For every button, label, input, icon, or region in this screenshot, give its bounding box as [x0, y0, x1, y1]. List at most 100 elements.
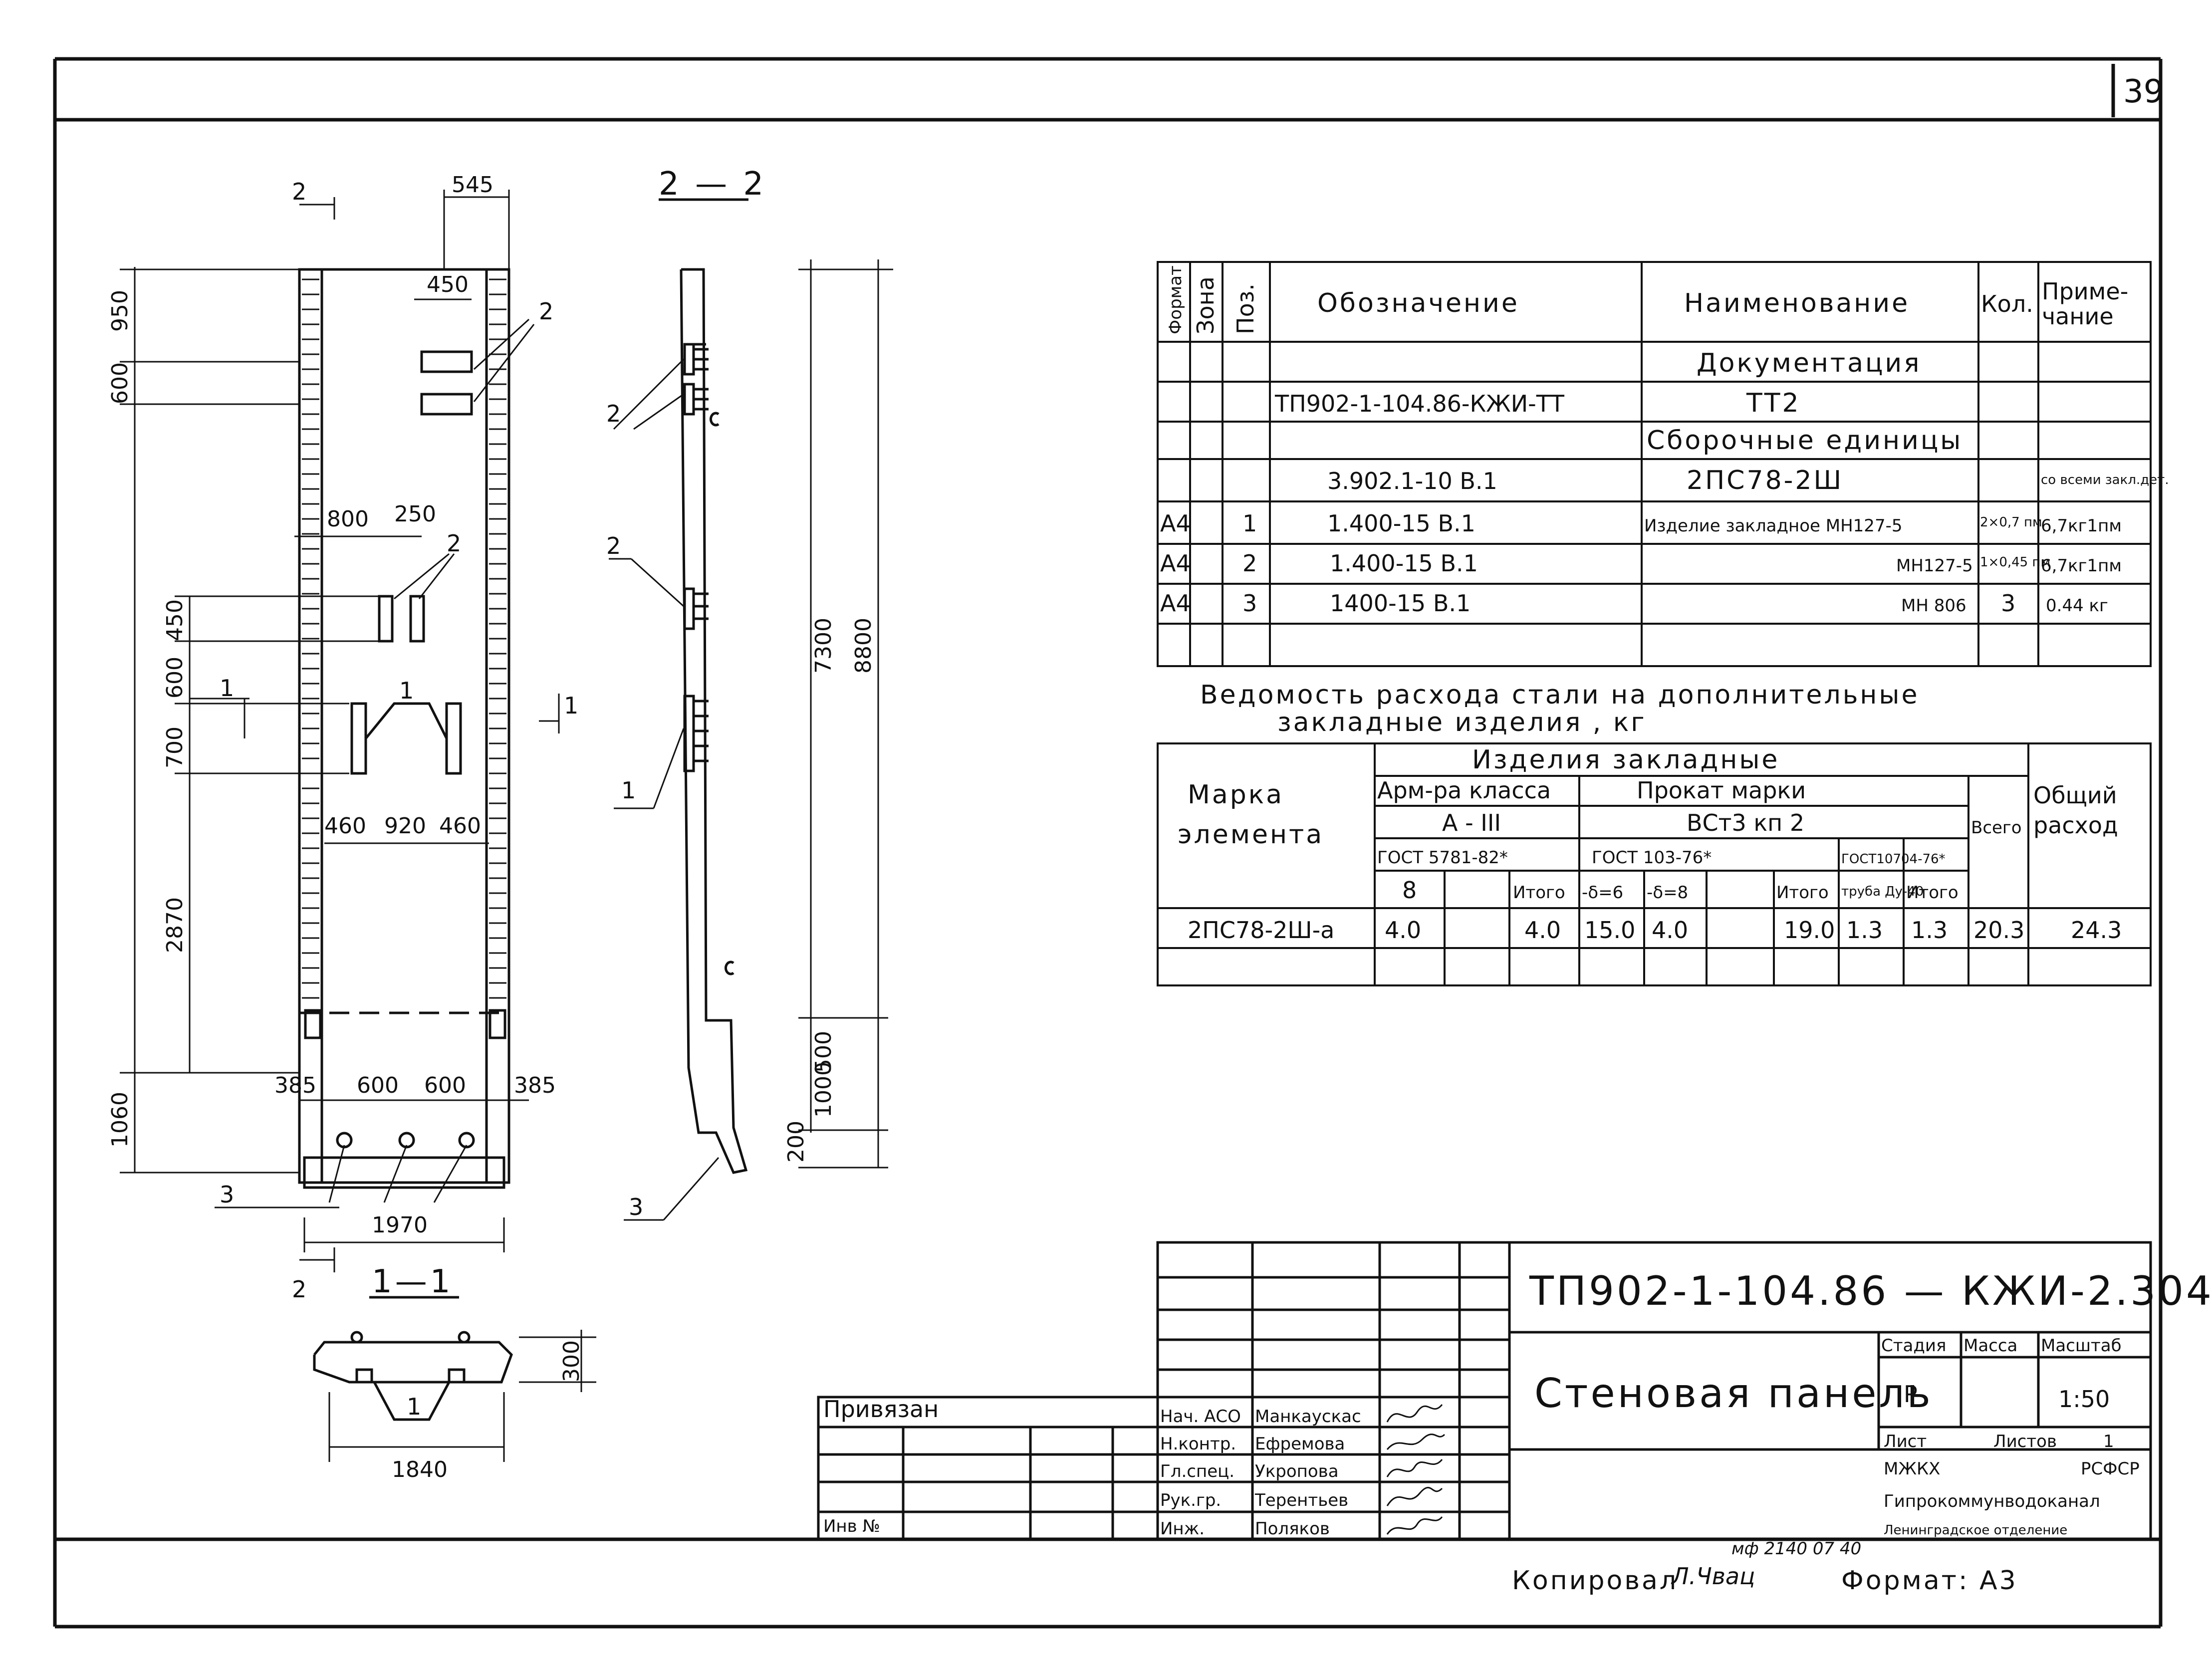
dim-300: 300 — [559, 1340, 584, 1382]
spec-row-2-designation: 1.400-15 В.1 — [1327, 510, 1475, 537]
section-2-2-title: 2 — 2 — [659, 166, 766, 203]
org-line-3: Гипрокоммунводоканал — [1884, 1491, 2100, 1511]
drawing-name: Стеновая панель — [1534, 1370, 1933, 1417]
steel-col-arm: Арм-ра класса — [1377, 777, 1551, 804]
spec-doc-name: ТТ2 — [1746, 388, 1801, 418]
section-mark-bottom: 2 — [292, 1276, 306, 1303]
section-1-1-view — [313, 1296, 513, 1421]
stage-value: Р — [1904, 1381, 1918, 1408]
section-2-2-labels: 2 — 2 7300 8800 500 1000 200 2 2 1 3 — [606, 166, 876, 1220]
role-2: Н.контр. — [1160, 1434, 1236, 1454]
steel-sub-itogo-1: Итого — [1513, 883, 1565, 903]
dim-800: 800 — [327, 506, 369, 532]
spec-row-4-designation: 1400-15 В.1 — [1330, 590, 1471, 617]
spec-table — [1157, 261, 2152, 667]
steel-sub-pipe: труба Ду-40 — [1841, 884, 1924, 899]
dim-700: 700 — [162, 726, 188, 768]
dim-600-b: 600 — [162, 657, 188, 699]
steel-col-total: Всего — [1971, 818, 2022, 838]
spec-doc-designation: ТП902-1-104.86-КЖИ-ТТ — [1274, 390, 1565, 417]
dim-450-b: 450 — [162, 599, 188, 641]
sheets-label: Листов — [1993, 1432, 2057, 1451]
steel-col-prok-gost: ГОСТ 103-76* — [1592, 848, 1712, 868]
dim-1000: 1000 — [811, 1062, 836, 1118]
name-4: Терентьев — [1254, 1490, 1348, 1510]
role-5: Инж. — [1160, 1519, 1205, 1539]
spec-row-2-qty: 2×0,7 пм — [1980, 515, 2042, 530]
spec-row-2-name: Изделие закладное МН127-5 — [1644, 516, 1902, 536]
steel-row-v1: 4.0 — [1385, 917, 1421, 944]
dim-250: 250 — [394, 501, 436, 527]
callout-pos2-a: 2 — [539, 298, 553, 325]
spec-header-format: Формат — [1166, 265, 1186, 334]
spec-row-3-designation: 1.400-15 В.1 — [1330, 550, 1478, 577]
dim-600-a: 600 — [107, 362, 133, 404]
steel-row-v7: 19.0 — [1784, 917, 1835, 944]
spec-header-name: Наименование — [1684, 288, 1910, 318]
dim-460-a: 460 — [324, 813, 366, 839]
bound-label: Привязан — [823, 1396, 939, 1423]
org-line-4: Ленинградское отделение — [1884, 1523, 2067, 1538]
footer: Копировал Л.Чвац мф 2140 07 40 Формат: А… — [1512, 1539, 2018, 1596]
spec-row-4-format: А4 — [1160, 590, 1191, 617]
steel-sub-itogo-2: Итого — [1776, 883, 1829, 903]
spec-row-2-format: А4 — [1160, 510, 1191, 537]
dim-385-b: 385 — [514, 1073, 556, 1098]
steel-sub-itogo-3: Итого — [1906, 883, 1959, 903]
spec-row-3-pos: 2 — [1242, 550, 1257, 577]
dim-200: 200 — [783, 1121, 809, 1163]
steel-row-v8: 1.3 — [1846, 917, 1883, 944]
steel-row-v11: 24.3 — [2071, 917, 2122, 944]
spec-row-3-format: А4 — [1160, 550, 1191, 577]
spec-header-zone: Зона — [1192, 276, 1219, 334]
spec-table-text: Формат Зона Поз. Обозначение Наименовани… — [1160, 265, 2169, 617]
steel-title-line1: Ведомость расхода стали на дополнительны… — [1200, 680, 1919, 710]
section-2-2-callout-b: 2 — [606, 532, 621, 559]
steel-sub-d6: -δ=6 — [1582, 883, 1623, 903]
spec-row-4-pos: 3 — [1242, 590, 1257, 617]
spec-header-pos: Поз. — [1232, 283, 1259, 334]
name-1: Манкаускас — [1255, 1407, 1361, 1427]
dim-1840: 1840 — [392, 1457, 448, 1482]
panel-elevation — [298, 268, 510, 1189]
spec-header-designation: Обозначение — [1317, 288, 1519, 318]
dim-1060: 1060 — [107, 1092, 133, 1148]
dim-450: 450 — [427, 272, 469, 297]
spec-row-4-name: МН 806 — [1901, 596, 1966, 616]
dim-950: 950 — [107, 290, 133, 332]
steel-col-mark-1: Марка — [1188, 780, 1284, 810]
spec-section-doc: Документация — [1697, 348, 1921, 378]
spec-row-4-qty: 3 — [2001, 590, 2015, 617]
steel-col-mark-2: элемента — [1178, 820, 1324, 850]
spec-row-3-note: 6,7кг1пм — [2041, 556, 2122, 576]
callout-pos2-b: 2 — [447, 530, 461, 557]
edge-hatching — [302, 278, 506, 999]
dimension-lines-main — [120, 190, 560, 1272]
steel-row-mark: 2ПС78-2Ш-а — [1188, 917, 1334, 944]
section-mark-top: 2 — [292, 178, 306, 205]
steel-title-line2: закладные изделия , кг — [1277, 708, 1647, 737]
copier-name: Л.Чвац — [1671, 1563, 1755, 1590]
mass-label: Масса — [1964, 1336, 2017, 1356]
dim-500: 500 — [811, 1031, 836, 1073]
spec-header-note-2: чание — [2042, 303, 2114, 330]
spec-row-3-qty: 1×0,45 пм — [1980, 555, 2050, 570]
dim-2870: 2870 — [162, 897, 188, 953]
scale-label: Масштаб — [2041, 1336, 2122, 1356]
steel-col-arm-gost: ГОСТ 5781-82* — [1377, 848, 1508, 868]
spec-header-qty: Кол. — [1981, 290, 2033, 317]
section-1-1-title: 1—1 — [372, 1263, 453, 1300]
spec-row-2-note: 6,7кг1пм — [2041, 516, 2122, 536]
spec-row-2-pos: 1 — [1242, 510, 1257, 537]
format-label: Формат: А3 — [1841, 1566, 2018, 1596]
stage-label: Стадия — [1881, 1336, 1946, 1356]
sheets-value: 1 — [2103, 1432, 2114, 1451]
dim-545: 545 — [452, 172, 493, 198]
steel-col-overall-2: расход — [2033, 812, 2118, 839]
section-2-2-callout-a: 2 — [606, 400, 621, 427]
steel-col-overall-1: Общий — [2033, 782, 2117, 809]
section-2-2-dims — [609, 259, 893, 1221]
section-2-2-callout-c: 1 — [621, 777, 636, 804]
role-4: Рук.гр. — [1160, 1490, 1221, 1510]
